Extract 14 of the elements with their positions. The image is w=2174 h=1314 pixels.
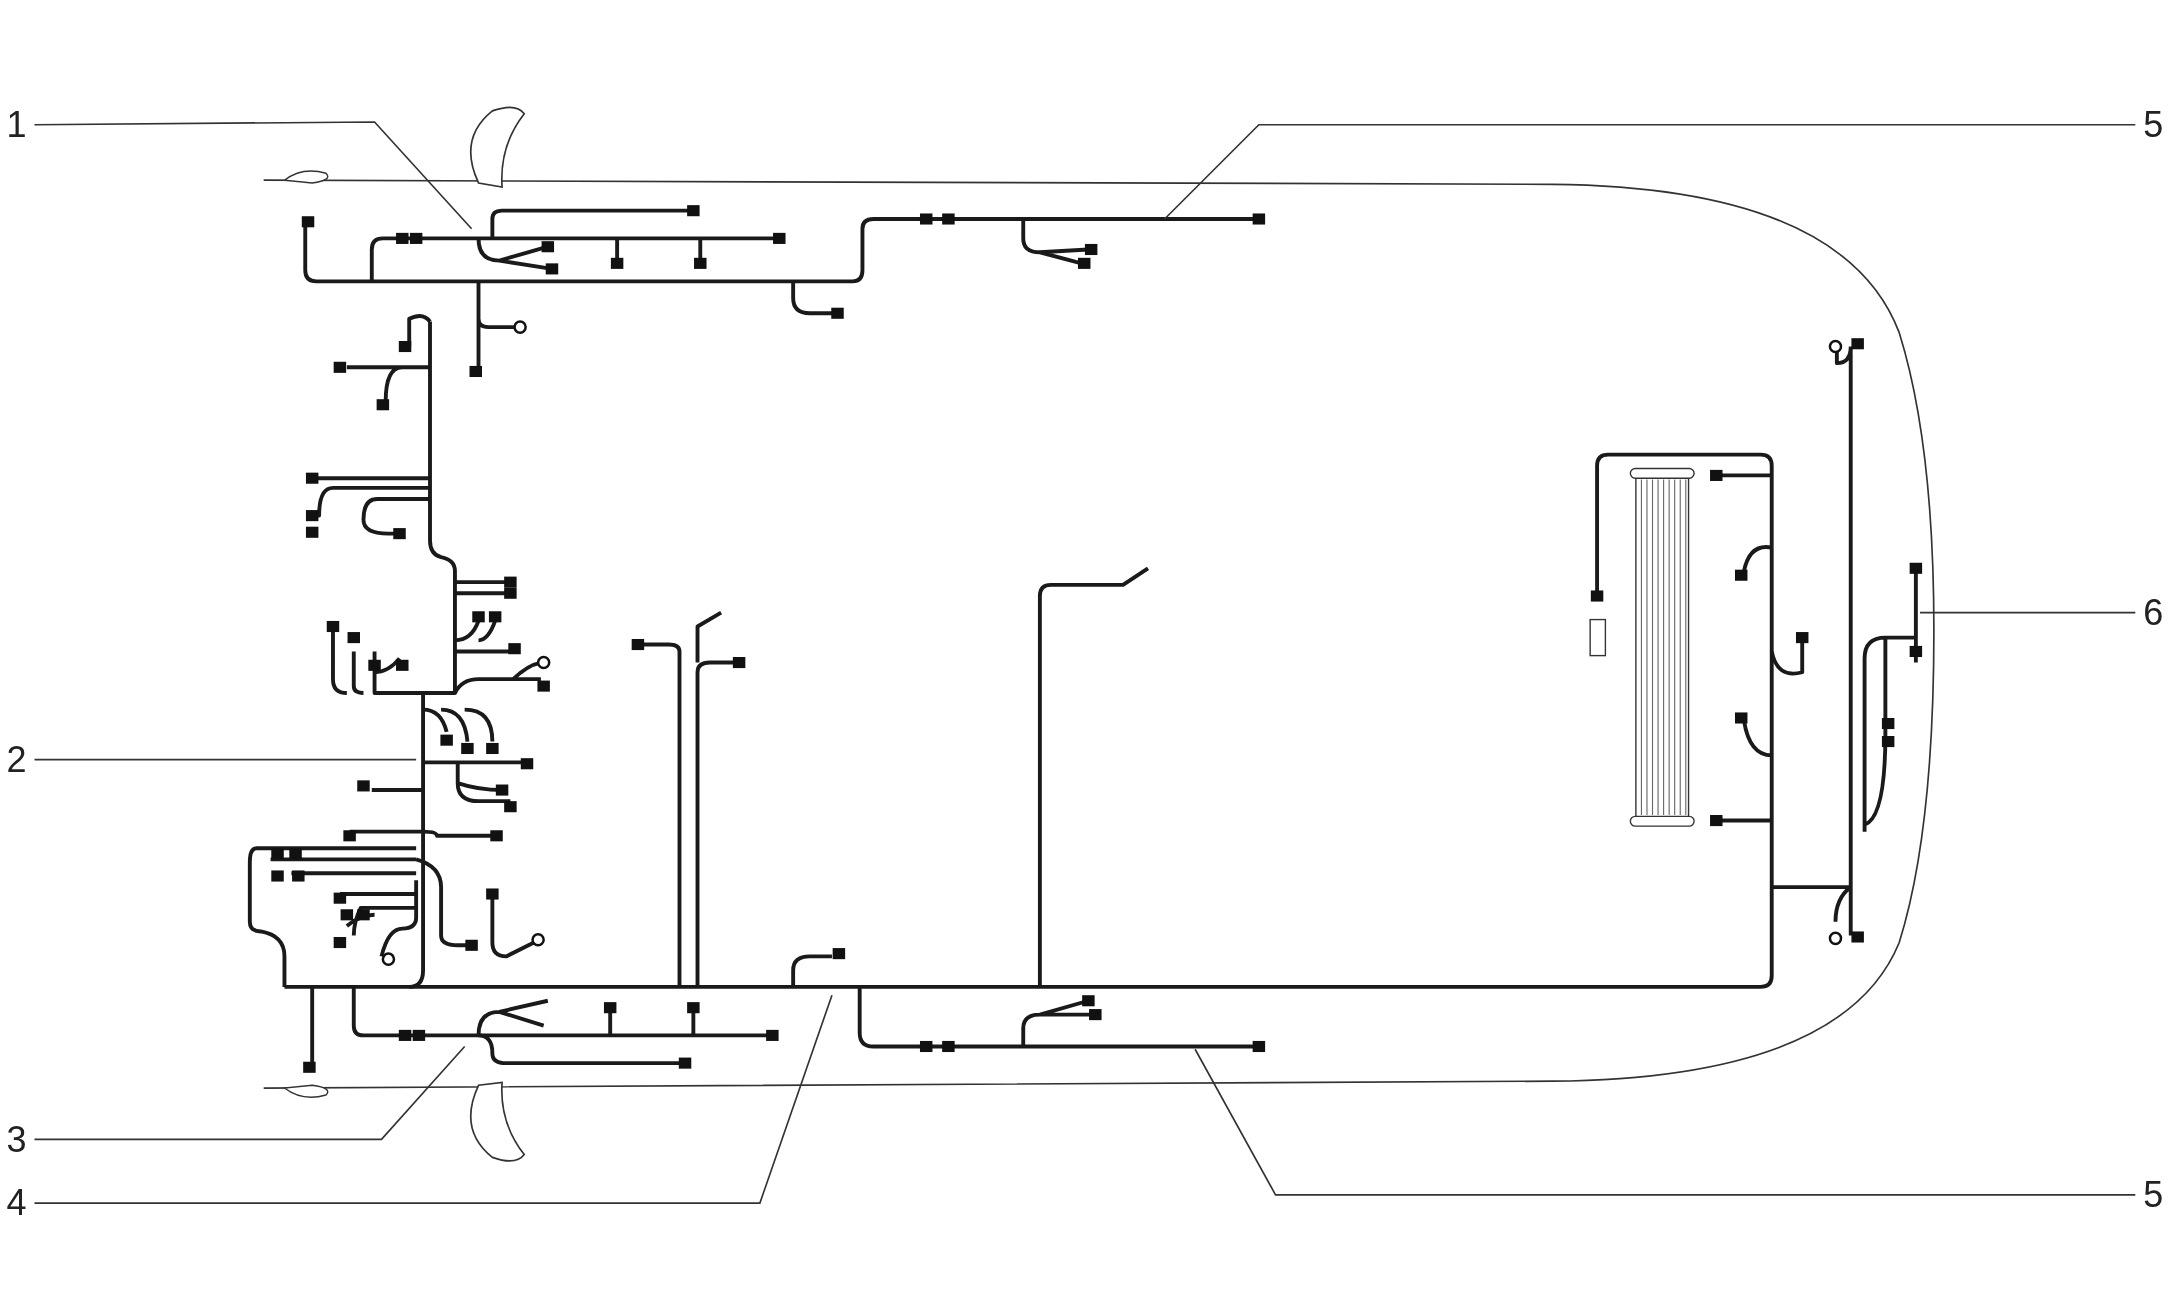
leader-line	[33, 994, 833, 1204]
callout-number: 6	[2141, 594, 2166, 631]
leader-line	[33, 1045, 466, 1141]
callout-number: 3	[4, 1121, 29, 1158]
callout-number: 1	[4, 106, 29, 143]
leader-line	[1163, 123, 2137, 220]
leader-line	[1194, 1048, 2137, 1196]
leader-line	[33, 758, 417, 761]
callout-number: 5	[2141, 106, 2166, 143]
callout-number: 2	[4, 741, 29, 778]
callout-number: 4	[4, 1185, 29, 1222]
leader-line	[33, 121, 473, 230]
callout-number: 5	[2141, 1177, 2166, 1214]
leader-line	[1919, 611, 2137, 614]
